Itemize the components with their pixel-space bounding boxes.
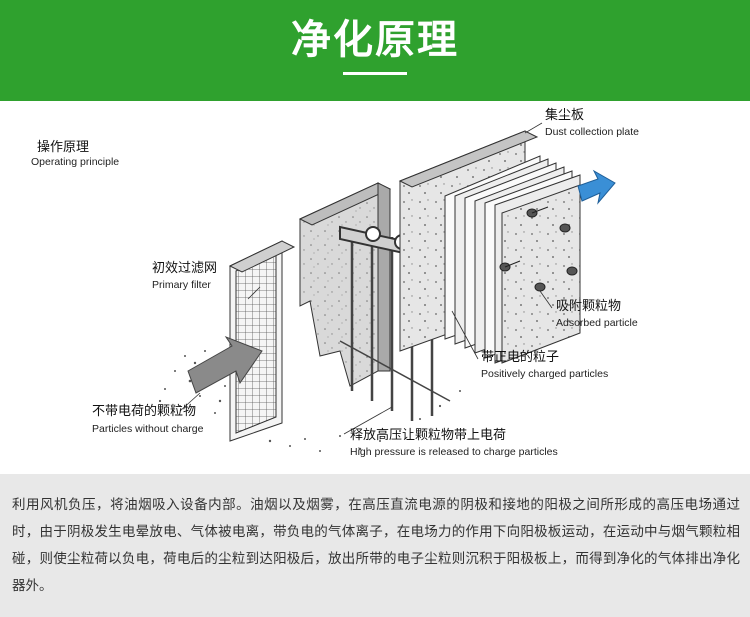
label-primary-filter-en: Primary filter xyxy=(152,279,211,291)
title-underline xyxy=(343,72,407,75)
leader-lines xyxy=(179,122,553,435)
label-uncharged-en: Particles without charge xyxy=(92,423,204,435)
label-release-cn: 释放高压让颗粒物带上电荷 xyxy=(350,428,507,443)
airflow-in-arrow-icon xyxy=(187,335,263,394)
collection-plates xyxy=(398,130,581,364)
label-adsorbed-cn: 吸附颗粒物 xyxy=(556,299,622,314)
primary-filter-panel xyxy=(228,240,296,442)
label-positive-cn: 带正电的粒子 xyxy=(481,350,560,365)
page-header: 净化原理 xyxy=(0,0,750,101)
plate-rods xyxy=(499,206,578,292)
page-title: 净化原理 xyxy=(291,17,459,63)
label-primary-filter-cn: 初效过滤网 xyxy=(152,261,218,276)
label-release-en: High pressure is released to charge part… xyxy=(350,446,558,458)
description-text: 利用风机负压，将油烟吸入设备内部。油烟以及烟雾，在高压直流电源的阴极和接地的阳极… xyxy=(12,497,740,594)
principle-diagram: 操作原理 Operating principle 集尘板 Dust collec… xyxy=(0,101,750,474)
label-dust-plate-cn: 集尘板 xyxy=(545,108,585,123)
ionizer-frame xyxy=(298,182,392,387)
diagram-illustration xyxy=(158,122,616,452)
label-positive-en: Positively charged particles xyxy=(481,368,609,380)
description-panel: 利用风机负压，将油烟吸入设备内部。油烟以及烟雾，在高压直流电源的阴极和接地的阳极… xyxy=(0,474,750,617)
section-title-cn: 操作原理 xyxy=(37,140,90,155)
label-uncharged-cn: 不带电荷的颗粒物 xyxy=(92,404,197,419)
airflow-out-arrow-icon xyxy=(577,169,616,205)
label-dust-plate-en: Dust collection plate xyxy=(545,126,639,138)
label-adsorbed-en: Adsorbed particle xyxy=(556,317,638,329)
section-title-en: Operating principle xyxy=(31,156,120,168)
